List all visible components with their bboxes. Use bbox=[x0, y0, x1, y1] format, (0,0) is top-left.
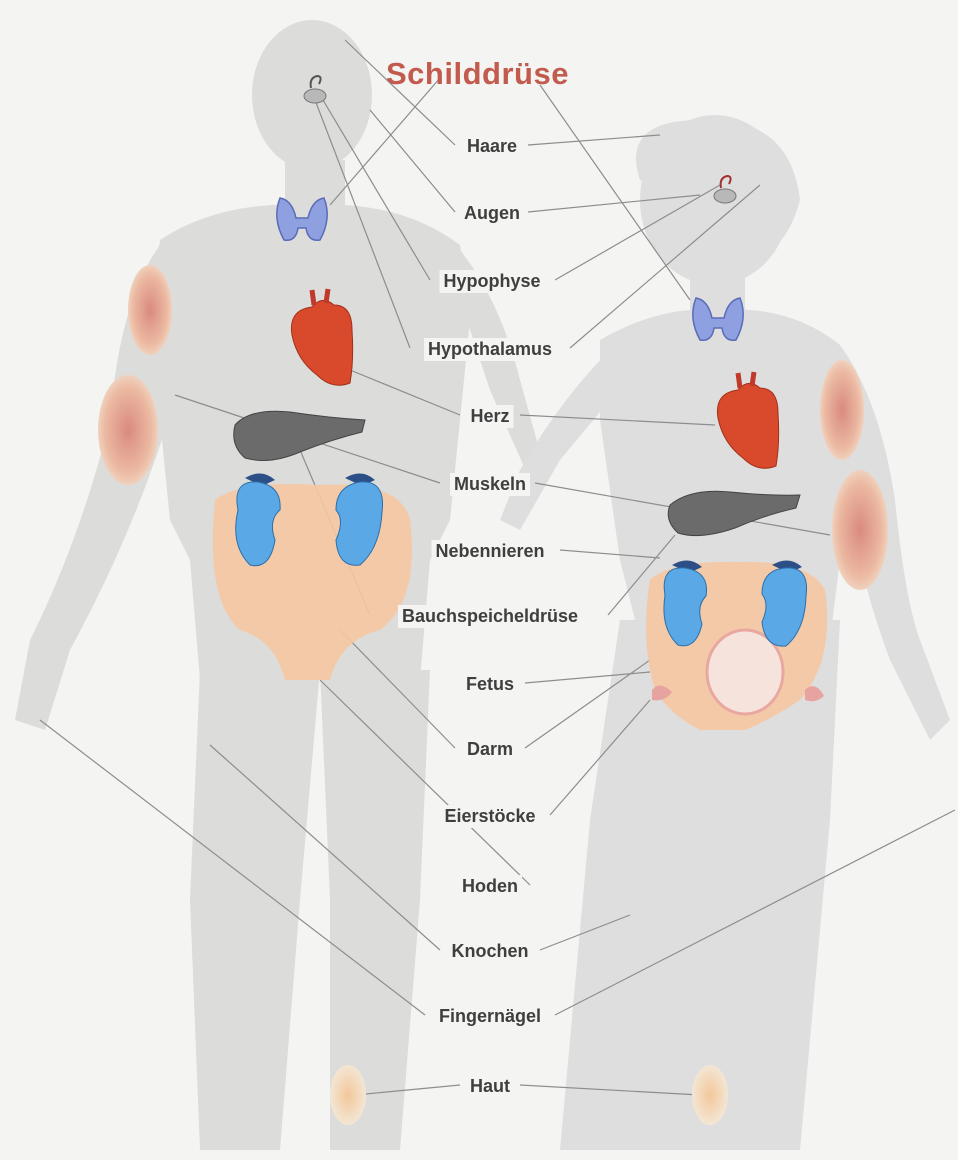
label-hoden: Hoden bbox=[458, 875, 522, 898]
label-nebennieren: Nebennieren bbox=[431, 540, 548, 563]
label-haut: Haut bbox=[466, 1075, 514, 1098]
male-skin-spot bbox=[330, 1065, 366, 1125]
label-herz: Herz bbox=[466, 405, 513, 428]
label-fetus: Fetus bbox=[462, 673, 518, 696]
page-title: Schilddrüse bbox=[386, 56, 569, 92]
label-knochen: Knochen bbox=[447, 940, 532, 963]
female-arm-muscle-lower bbox=[832, 470, 888, 590]
label-hypophyse: Hypophyse bbox=[439, 270, 544, 293]
label-hypothalamus: Hypothalamus bbox=[424, 338, 556, 361]
female-arm-muscle-upper bbox=[820, 360, 864, 460]
label-muskeln: Muskeln bbox=[450, 473, 530, 496]
label-haare: Haare bbox=[463, 135, 521, 158]
female-skin-spot bbox=[692, 1065, 728, 1125]
label-darm: Darm bbox=[463, 738, 517, 761]
male-arm-muscle-lower bbox=[98, 375, 158, 485]
label-fingernaegel: Fingernägel bbox=[435, 1005, 545, 1028]
label-bauchspeicheldruese: Bauchspeicheldrüse bbox=[398, 605, 582, 628]
male-arm-muscle-upper bbox=[128, 265, 172, 355]
label-augen: Augen bbox=[460, 202, 524, 225]
label-eierstoecke: Eierstöcke bbox=[440, 805, 539, 828]
